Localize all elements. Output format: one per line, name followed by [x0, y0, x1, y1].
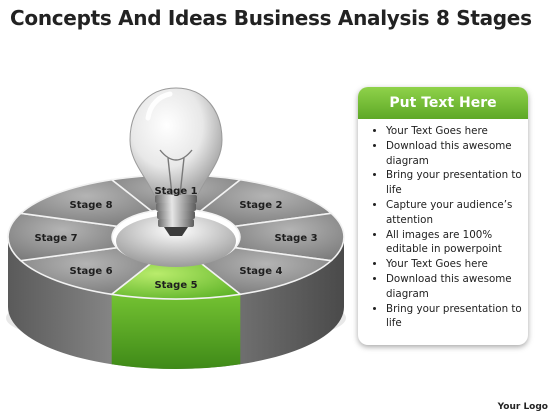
ring-center-hole: [116, 215, 236, 267]
stage-label: Stage 8: [70, 200, 113, 211]
list-item: All images are 100% editable in powerpoi…: [386, 228, 522, 258]
list-item: Bring your presentation to life: [386, 302, 522, 332]
stage-label: Stage 2: [239, 200, 282, 211]
list-item: Capture your audience’s attention: [386, 198, 522, 228]
logo-text: Your Logo: [497, 402, 548, 412]
list-item: Your Text Goes here: [386, 257, 522, 272]
bullet-list: Your Text Goes here Download this awesom…: [358, 119, 528, 331]
stage-segment: [233, 212, 345, 262]
stage-segment: [198, 178, 334, 228]
stage-label: Stage 5: [154, 280, 197, 291]
stage-label: Stage 1: [154, 186, 197, 197]
stage-label: Stage 4: [239, 266, 282, 277]
light-bulb-icon: [129, 87, 223, 236]
panel-header: Put Text Here: [358, 87, 528, 119]
stage-segment: [7, 212, 119, 262]
list-item: Download this awesome diagram: [386, 272, 522, 302]
page-title: Concepts And Ideas Business Analysis 8 S…: [10, 6, 532, 30]
stage-segment: [18, 178, 154, 228]
stage-segment-side: [111, 294, 241, 370]
stage-label: Stage 7: [34, 233, 77, 244]
text-panel: Put Text Here Your Text Goes here Downlo…: [358, 87, 528, 345]
stage-label: Stage 6: [70, 266, 113, 277]
stage-label: Stage 3: [274, 233, 317, 244]
list-item: Bring your presentation to life: [386, 168, 522, 198]
list-item: Download this awesome diagram: [386, 139, 522, 169]
list-item: Your Text Goes here: [386, 124, 522, 139]
stage-ring-diagram: Stage 1 Stage 2 Stage 3 Stage 4 Stage 5 Stage…: [6, 87, 346, 370]
